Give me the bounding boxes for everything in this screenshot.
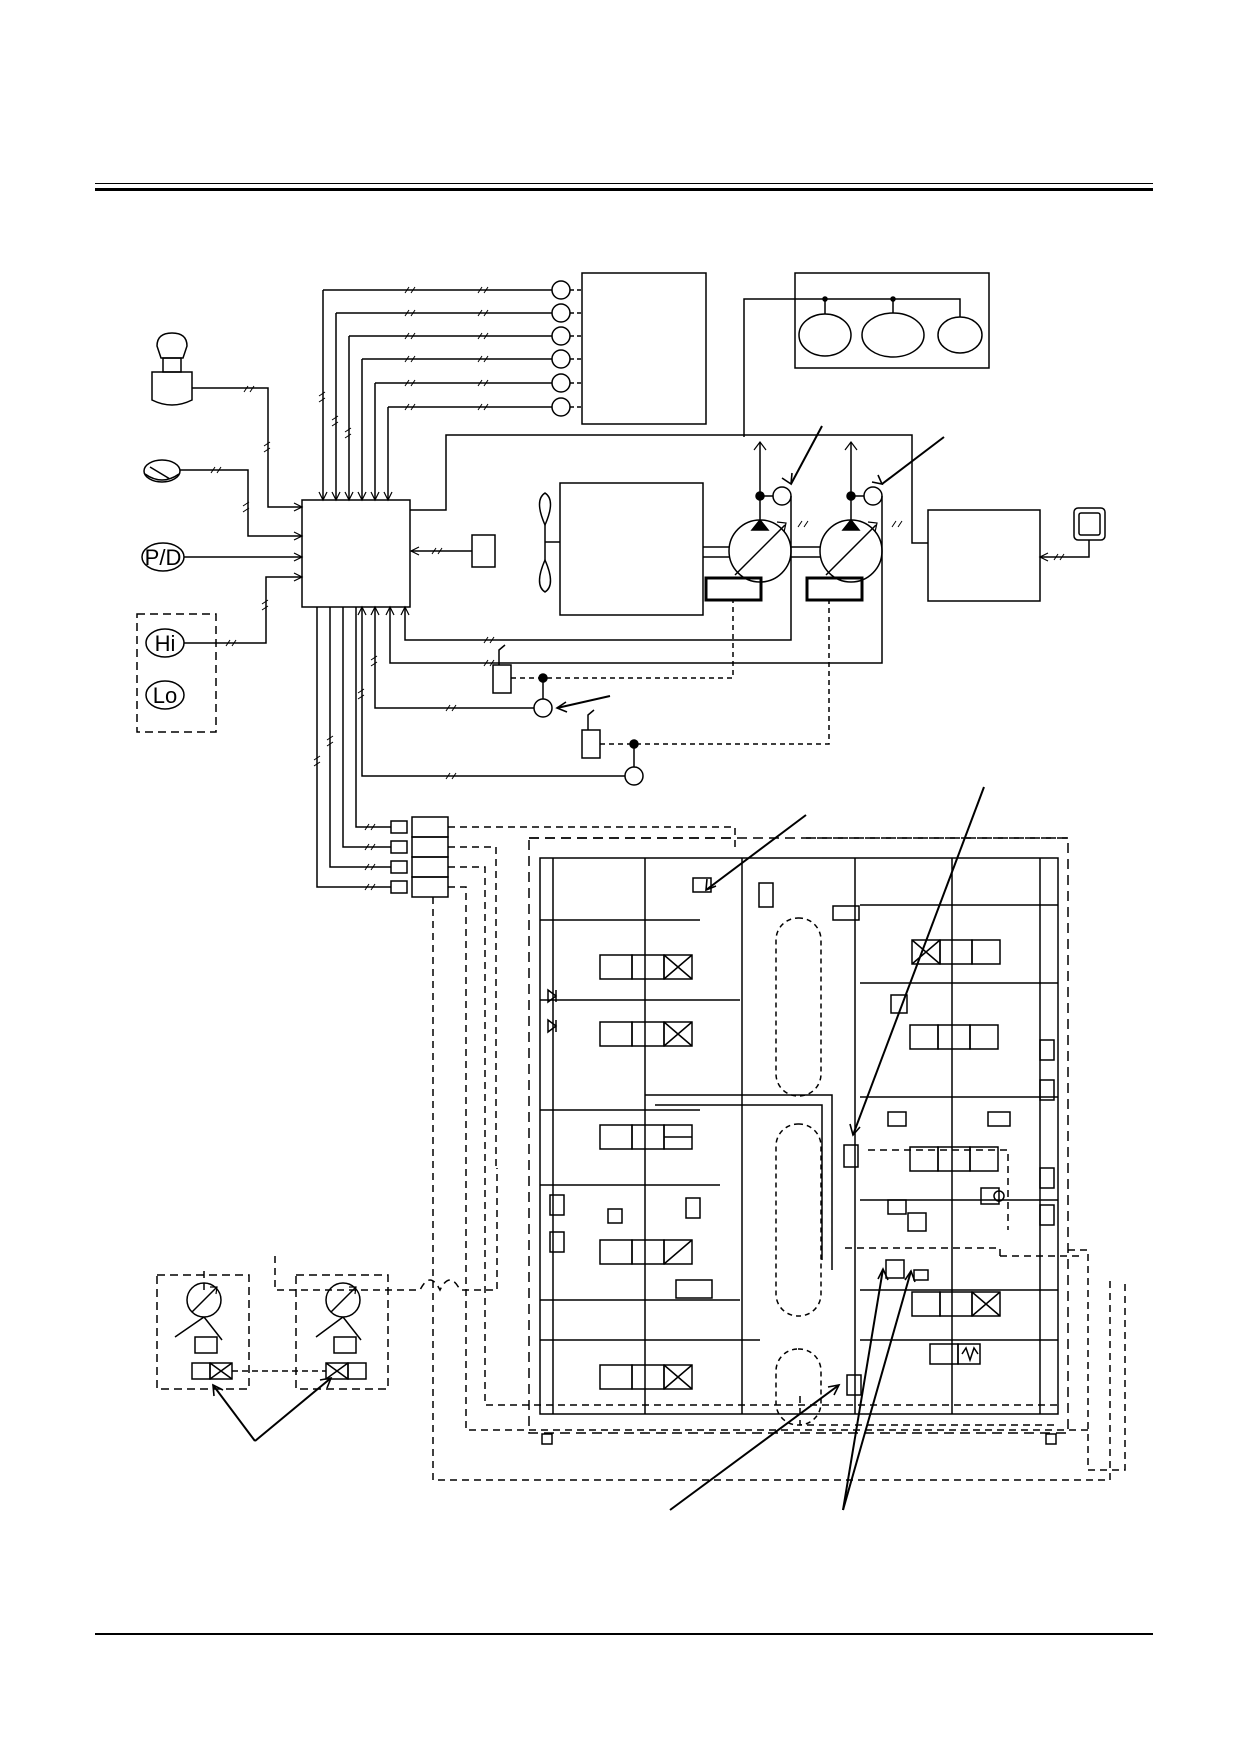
main-control-valve	[528, 837, 1069, 1434]
pd-label: P/D	[145, 545, 182, 570]
callout-leader	[842, 1268, 884, 1511]
hi-signal-line	[184, 576, 302, 644]
spool-section-right-3	[909, 1146, 999, 1172]
tank-port	[541, 1433, 553, 1445]
engine-speed-dial-icon	[151, 332, 193, 406]
spool-section-left-5	[599, 1364, 693, 1390]
hi-label: Hi	[155, 631, 176, 656]
spool-section-left-2	[599, 1021, 693, 1047]
callout-leader	[556, 695, 611, 709]
center-passage-bottom	[775, 1348, 822, 1426]
key-switch-icon	[143, 459, 181, 483]
wire-break-marks	[318, 286, 489, 439]
footer-rule	[95, 1633, 1153, 1635]
callout-leader	[254, 1377, 332, 1442]
callout-leader	[881, 436, 945, 485]
center-passage-lower	[775, 1123, 822, 1317]
spool-section-right-2	[909, 1024, 999, 1050]
header-rule-thin	[95, 183, 1153, 184]
lo-mode-switch: Lo	[145, 680, 185, 710]
lo-label: Lo	[153, 683, 177, 708]
pump-pressure-line-2	[389, 496, 883, 664]
travel-motor-box-left	[156, 1274, 250, 1390]
regulator-solenoid-1	[492, 644, 512, 694]
check-valve	[547, 988, 1005, 1202]
callout-leader	[852, 786, 985, 1136]
monitor-signal-lines	[322, 289, 552, 500]
spool-section-left-3	[599, 1124, 693, 1150]
spool-section-right-5	[929, 1343, 981, 1365]
power-mode-switch-box	[136, 613, 217, 733]
pilot-lines	[203, 826, 1111, 1481]
callout-leader	[790, 425, 823, 485]
pilot-lines-right	[799, 1149, 1126, 1471]
header-rule-thick	[95, 188, 1153, 191]
spool-section-left-1	[599, 954, 693, 980]
monitor-sensor-circles	[551, 280, 582, 417]
pd-mode-switch: P/D	[141, 542, 185, 572]
callout-leader	[842, 1270, 912, 1511]
remote-controller-box	[927, 509, 1041, 602]
callout-leader	[705, 814, 807, 891]
spool-section-left-4	[599, 1239, 693, 1265]
arrow-into-cpu	[318, 491, 393, 502]
solenoid-control-lines	[316, 607, 391, 888]
travel-motor-left	[174, 1282, 233, 1380]
dial-signal-line	[192, 387, 302, 508]
travel-motor-right	[315, 1282, 367, 1380]
pump-pressure-line-1	[404, 496, 792, 641]
power-line	[410, 434, 928, 544]
battery-feed-line	[743, 298, 825, 437]
cooling-fan-icon	[538, 492, 560, 593]
relief-valve	[549, 877, 1055, 1396]
battery-relay-box	[794, 272, 990, 369]
callout-leader	[212, 1384, 256, 1442]
engine-block	[559, 482, 704, 616]
valve-internal-lines	[540, 858, 1058, 1414]
center-passage-upper	[775, 917, 822, 1097]
pump-shaft	[703, 546, 820, 558]
callout-leader	[669, 1384, 840, 1511]
tank-port	[1045, 1433, 1057, 1445]
monitor-panel	[581, 272, 707, 425]
spool-section-right-4	[911, 1291, 1001, 1317]
travel-motor-box-right	[295, 1274, 389, 1390]
main-pump-2	[805, 441, 883, 602]
